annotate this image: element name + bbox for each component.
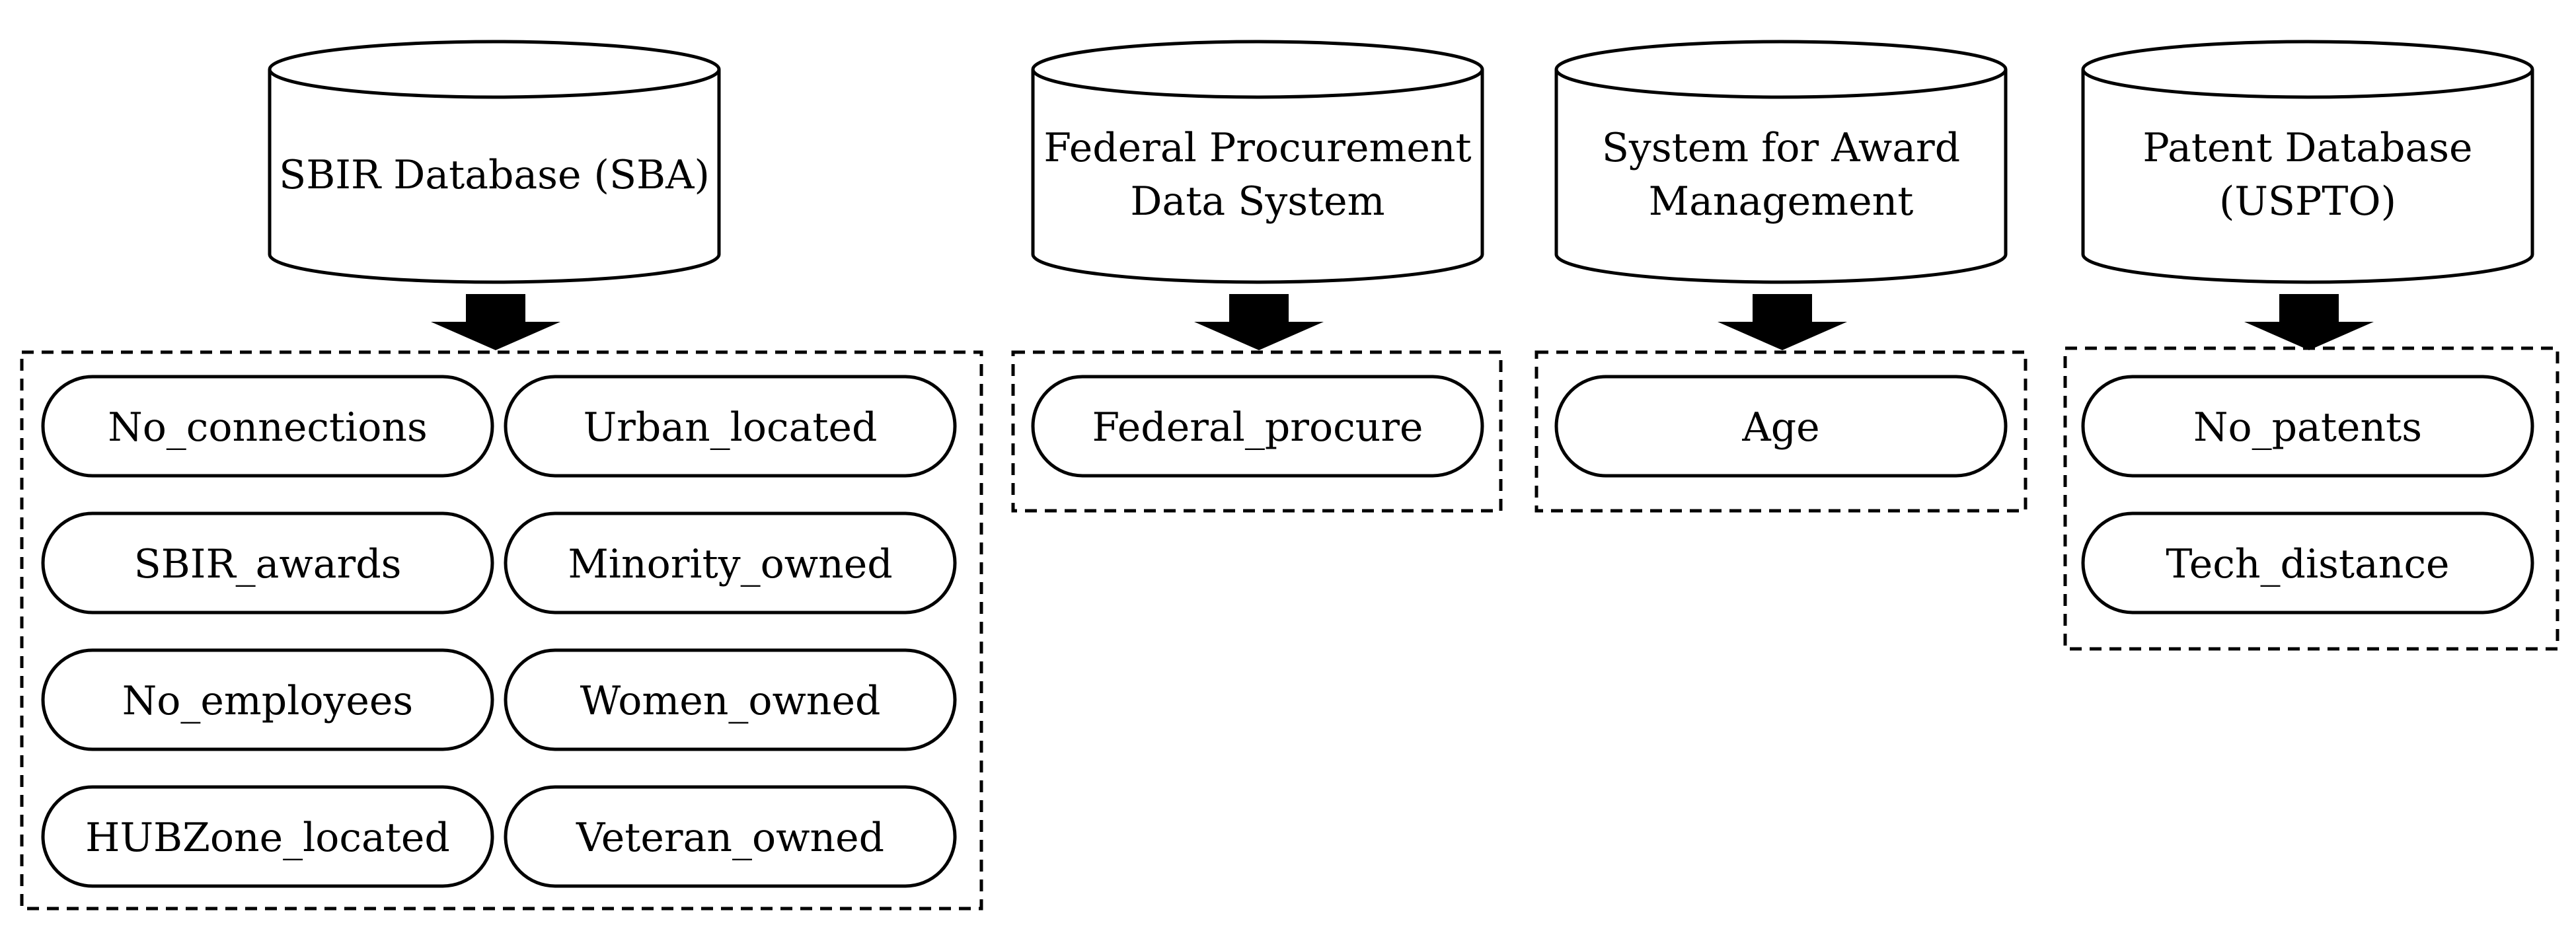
source-fpds: Federal Procurement Data System Federal_…: [1011, 40, 1503, 513]
svg-text:Veteran_owned: Veteran_owned: [576, 815, 884, 861]
svg-text:Women_owned: Women_owned: [580, 678, 881, 724]
down-arrow-sbir: [431, 294, 560, 350]
database-title-uspto: Patent Database: [2142, 125, 2472, 171]
variable-node: No_patents: [2081, 375, 2534, 478]
database-title-sam-line2: Management: [1649, 178, 1914, 225]
variable-node: Minority_owned: [504, 511, 957, 615]
svg-text:No_employees: No_employees: [122, 678, 413, 724]
variable-group-fpds: [1011, 350, 1503, 513]
variable-node: Tech_distance: [2081, 511, 2534, 615]
database-title-sbir: SBIR Database (SBA): [279, 152, 710, 198]
source-sbir: SBIR Database (SBA) No_connections Urban…: [20, 40, 983, 911]
database-title-fpds-line2: Data System: [1130, 178, 1384, 225]
variable-group-sbir: [20, 350, 983, 911]
variable-node: Federal_procure: [1031, 375, 1484, 478]
variable-node: No_employees: [41, 648, 494, 751]
variable-node: Veteran_owned: [504, 785, 957, 888]
source-sam: System for Award Management Age: [1534, 40, 2027, 513]
down-arrow-uspto: [2244, 294, 2374, 350]
database-cylinder-sam: [1554, 40, 2008, 284]
database-title-fpds: Federal Procurement: [1043, 125, 1471, 171]
svg-text:Tech_distance: Tech_distance: [2166, 541, 2449, 587]
variable-node: Women_owned: [504, 648, 957, 751]
svg-text:Federal_procure: Federal_procure: [1092, 404, 1423, 451]
svg-text:Minority_owned: Minority_owned: [568, 541, 892, 587]
variable-node: HUBZone_located: [41, 785, 494, 888]
variable-node: SBIR_awards: [41, 511, 494, 615]
svg-text:No_connections: No_connections: [108, 404, 428, 451]
down-arrow-sam: [1718, 294, 1847, 350]
database-cylinder-uspto: [2081, 40, 2534, 284]
svg-text:No_patents: No_patents: [2193, 404, 2422, 451]
variable-group-sam: [1534, 350, 2027, 513]
svg-text:Urban_located: Urban_located: [584, 404, 878, 451]
variable-node: No_connections: [41, 375, 494, 478]
down-arrow-fpds: [1194, 294, 1324, 350]
variable-group-uspto: [2063, 346, 2559, 651]
database-title-sam: System for Award: [1602, 125, 1960, 171]
database-cylinder-fpds: [1031, 40, 1484, 284]
source-uspto: Patent Database (USPTO) No_patents Tech_…: [2063, 40, 2559, 651]
database-title-uspto-line2: (USPTO): [2219, 178, 2396, 225]
variable-node: Age: [1554, 375, 2008, 478]
svg-text:HUBZone_located: HUBZone_located: [85, 815, 450, 861]
database-cylinder-sbir: [268, 40, 721, 284]
variable-node: Urban_located: [504, 375, 957, 478]
svg-text:Age: Age: [1741, 404, 1819, 451]
svg-text:SBIR_awards: SBIR_awards: [134, 541, 402, 587]
